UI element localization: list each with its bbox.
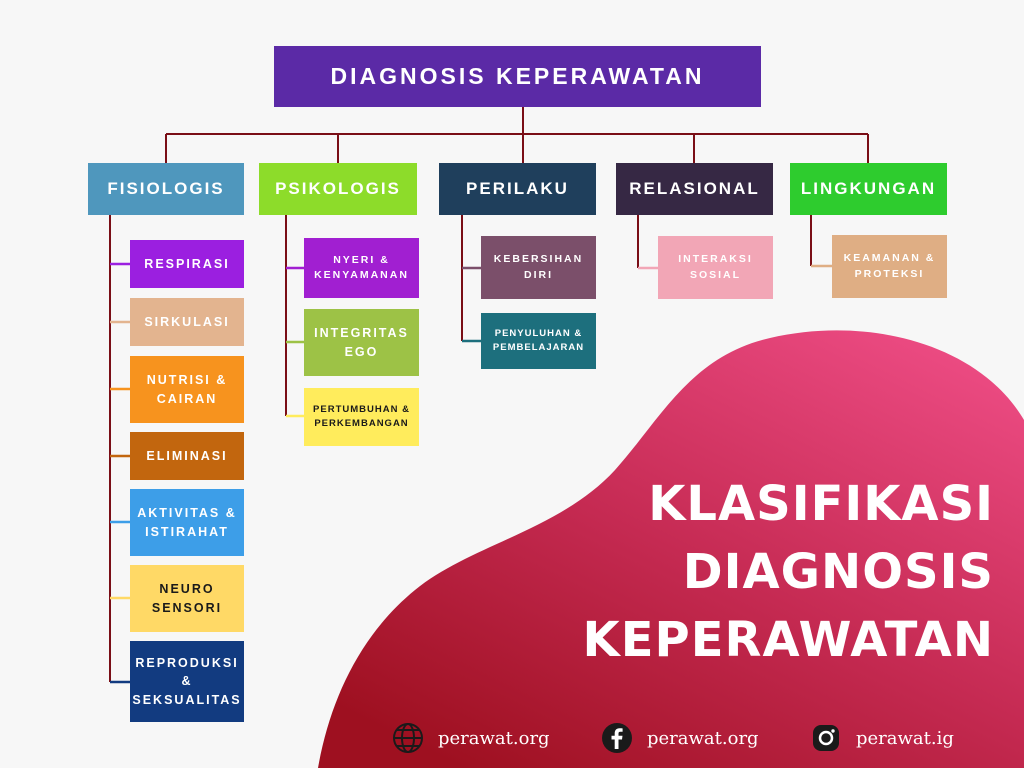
instagram-link[interactable]: perawat.ig	[810, 720, 954, 756]
item-keamanan-proteksi: KEAMANAN & PROTEKSI	[832, 235, 947, 298]
item-respirasi: RESPIRASI	[130, 240, 244, 288]
category-relasional: RELASIONAL	[616, 163, 773, 215]
headline: KLASIFIKASI DIAGNOSIS KEPERAWATAN	[524, 470, 994, 674]
category-lingkungan: LINGKUNGAN	[790, 163, 947, 215]
website-link[interactable]: perawat.org	[392, 720, 550, 756]
item-reproduksi-seksualitas: REPRODUKSI & SEKSUALITAS	[130, 641, 244, 722]
instagram-icon	[810, 722, 842, 754]
facebook-link[interactable]: perawat.org	[601, 720, 759, 756]
facebook-icon	[601, 722, 633, 754]
root-node: DIAGNOSIS KEPERAWATAN	[274, 46, 761, 107]
item-penyuluhan-pembelajaran: PENYULUHAN & PEMBELAJARAN	[481, 313, 596, 369]
headline-line-3: KEPERAWATAN	[582, 612, 994, 668]
headline-line-2: DIAGNOSIS	[682, 544, 994, 600]
item-sirkulasi: SIRKULASI	[130, 298, 244, 346]
website-label: perawat.org	[438, 727, 550, 749]
headline-line-1: KLASIFIKASI	[648, 476, 994, 532]
instagram-label: perawat.ig	[856, 727, 954, 749]
item-integritas-ego: INTEGRITAS EGO	[304, 309, 419, 376]
globe-icon	[392, 722, 424, 754]
category-psikologis: PSIKOLOGIS	[259, 163, 417, 215]
item-nyeri-kenyamanan: NYERI & KENYAMANAN	[304, 238, 419, 298]
item-aktivitas-istirahat: AKTIVITAS & ISTIRAHAT	[130, 489, 244, 556]
item-neuro-sensori: NEURO SENSORI	[130, 565, 244, 632]
item-interaksi-sosial: INTERAKSI SOSIAL	[658, 236, 773, 299]
item-eliminasi: ELIMINASI	[130, 432, 244, 480]
item-pertumbuhan-perkembangan: PERTUMBUHAN & PERKEMBANGAN	[304, 388, 419, 446]
facebook-label: perawat.org	[647, 727, 759, 749]
item-nutrisi-cairan: NUTRISI & CAIRAN	[130, 356, 244, 423]
category-perilaku: PERILAKU	[439, 163, 596, 215]
item-kebersihan-diri: KEBERSIHAN DIRI	[481, 236, 596, 299]
category-fisiologis: FISIOLOGIS	[88, 163, 244, 215]
